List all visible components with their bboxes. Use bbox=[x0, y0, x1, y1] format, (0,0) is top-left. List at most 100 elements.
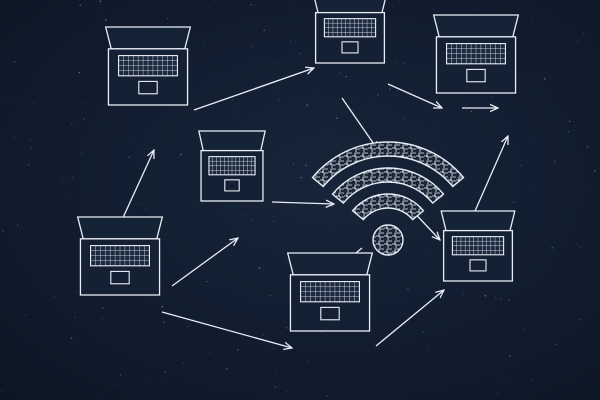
wifi-arc-middle bbox=[331, 167, 445, 205]
star-speck bbox=[531, 18, 533, 20]
laptop-trackpad bbox=[469, 259, 487, 272]
star-speck bbox=[143, 379, 145, 380]
star-speck bbox=[165, 233, 167, 235]
star-speck bbox=[422, 214, 423, 215]
star-speck bbox=[290, 41, 292, 43]
wifi-icon bbox=[311, 141, 465, 256]
star-speck bbox=[543, 78, 546, 80]
star-speck bbox=[161, 305, 163, 308]
star-speck bbox=[495, 296, 497, 298]
laptop-screen bbox=[198, 130, 266, 152]
star-speck bbox=[500, 298, 502, 300]
star-speck bbox=[403, 117, 406, 120]
star-speck bbox=[258, 267, 261, 270]
star-speck bbox=[554, 160, 556, 163]
star-speck bbox=[275, 91, 276, 93]
star-speck bbox=[180, 153, 182, 156]
star-speck bbox=[104, 19, 107, 21]
laptop-icon bbox=[76, 216, 164, 296]
laptop-icon bbox=[198, 130, 266, 202]
star-speck bbox=[385, 375, 387, 376]
laptop-screen bbox=[314, 0, 386, 14]
connection-arrow bbox=[341, 97, 378, 150]
laptop-screen bbox=[76, 216, 164, 240]
star-speck bbox=[282, 213, 284, 215]
star-speck bbox=[379, 157, 381, 160]
star-speck bbox=[377, 94, 379, 96]
star-speck bbox=[120, 374, 122, 376]
star-speck bbox=[78, 71, 81, 74]
star-speck bbox=[101, 317, 103, 319]
star-speck bbox=[582, 32, 585, 34]
star-speck bbox=[321, 337, 323, 338]
star-speck bbox=[474, 9, 476, 11]
star-speck bbox=[594, 170, 596, 172]
star-speck bbox=[42, 64, 43, 65]
star-speck bbox=[300, 176, 303, 179]
star-speck bbox=[281, 175, 282, 177]
star-speck bbox=[528, 242, 529, 244]
star-speck bbox=[225, 368, 228, 370]
wifi-arc-inner bbox=[351, 193, 425, 221]
star-speck bbox=[584, 70, 586, 72]
star-speck bbox=[71, 176, 74, 179]
star-speck bbox=[256, 279, 259, 282]
star-speck bbox=[111, 341, 113, 343]
star-speck bbox=[555, 343, 557, 345]
star-speck bbox=[513, 201, 515, 203]
star-speck bbox=[285, 390, 288, 393]
star-speck bbox=[533, 268, 535, 270]
star-speck bbox=[27, 164, 30, 166]
laptop-icon bbox=[314, 0, 386, 64]
star-speck bbox=[285, 289, 286, 291]
star-speck bbox=[296, 20, 297, 22]
star-speck bbox=[71, 123, 73, 125]
star-speck bbox=[290, 99, 292, 101]
star-speck bbox=[307, 361, 309, 363]
star-speck bbox=[285, 261, 287, 263]
star-speck bbox=[250, 3, 252, 6]
star-speck bbox=[393, 30, 396, 32]
laptop-trackpad bbox=[110, 270, 130, 285]
star-speck bbox=[147, 301, 149, 303]
star-speck bbox=[61, 180, 63, 183]
star-speck bbox=[167, 17, 169, 20]
star-speck bbox=[74, 316, 76, 319]
star-speck bbox=[45, 43, 47, 45]
star-speck bbox=[165, 140, 167, 142]
star-speck bbox=[333, 226, 335, 228]
star-speck bbox=[531, 378, 533, 380]
star-speck bbox=[250, 219, 253, 221]
star-speck bbox=[33, 102, 35, 104]
star-speck bbox=[81, 102, 84, 104]
star-speck bbox=[135, 377, 137, 379]
star-speck bbox=[100, 14, 102, 16]
star-speck bbox=[250, 45, 253, 47]
star-speck bbox=[491, 96, 493, 99]
star-speck bbox=[142, 353, 144, 355]
star-speck bbox=[572, 129, 574, 131]
laptop-screen bbox=[432, 14, 520, 38]
star-speck bbox=[576, 243, 578, 245]
connection-arrow bbox=[171, 238, 238, 287]
star-speck bbox=[83, 118, 85, 120]
star-speck bbox=[46, 352, 47, 353]
star-speck bbox=[6, 135, 8, 137]
star-speck bbox=[208, 6, 210, 8]
star-speck bbox=[339, 72, 341, 75]
star-speck bbox=[381, 261, 383, 263]
star-speck bbox=[394, 349, 395, 350]
star-speck bbox=[583, 113, 584, 115]
star-speck bbox=[79, 4, 81, 6]
star-speck bbox=[273, 348, 275, 350]
star-speck bbox=[508, 299, 510, 301]
star-speck bbox=[394, 60, 396, 63]
star-speck bbox=[569, 302, 571, 303]
star-speck bbox=[272, 220, 275, 223]
star-speck bbox=[580, 246, 582, 248]
star-speck bbox=[293, 224, 295, 225]
star-speck bbox=[237, 348, 239, 351]
laptop-icon bbox=[440, 210, 516, 282]
star-speck bbox=[470, 110, 473, 113]
star-speck bbox=[162, 383, 164, 385]
